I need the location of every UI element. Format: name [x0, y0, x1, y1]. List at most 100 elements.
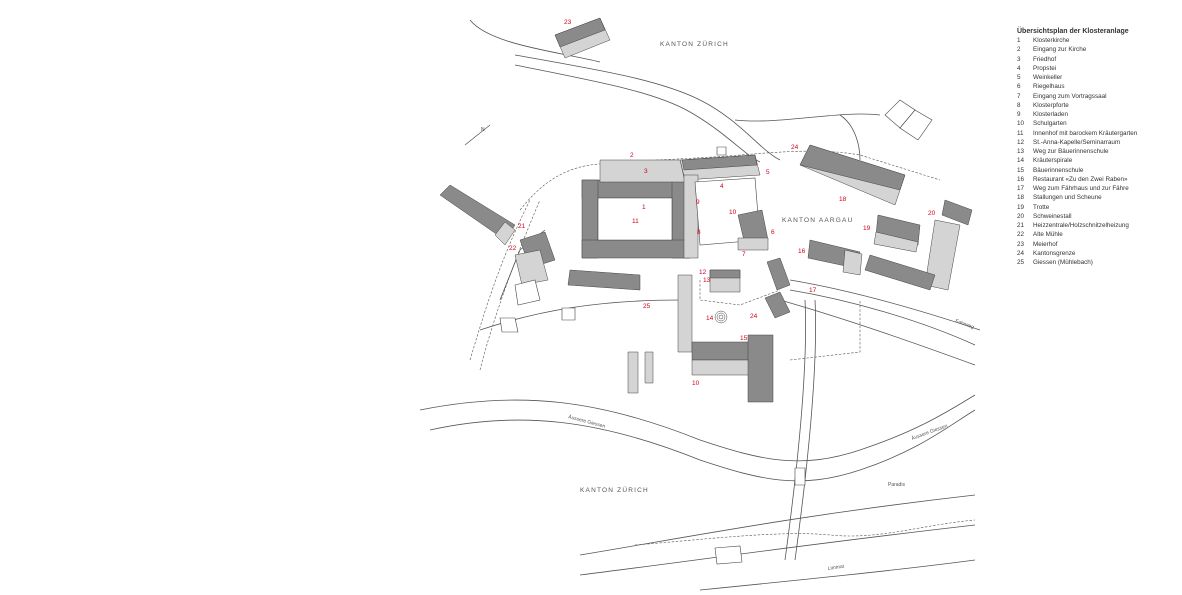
marker-24-north: 24: [791, 144, 799, 151]
marker-20: 20: [928, 210, 936, 217]
label-kanton-zurich-south: KANTON ZÜRICH: [580, 486, 649, 494]
legend-item: 18 Stallungen und Scheune: [1017, 193, 1177, 202]
legend-item-label: Restaurant «Zu den Zwei Raben»: [1033, 175, 1128, 183]
building-trotte-2: [873, 231, 919, 253]
label-kanton-aargau: KANTON AARGAU: [782, 217, 853, 224]
limmat-south-2: [699, 559, 976, 591]
building-long-west: [567, 269, 641, 291]
legend-item-label: Klosterkirche: [1033, 37, 1070, 44]
road-north-2: [514, 64, 761, 163]
boundary-west-2: [469, 199, 531, 361]
legend-item-label: Schulgarten: [1033, 120, 1067, 128]
legend-item-label: Giessen (Mühlebach): [1033, 259, 1093, 266]
legend-item-label: Alte Mühle: [1033, 231, 1063, 239]
marker-21: 21: [518, 223, 526, 230]
legend-item-label: Bäuerinnenschule: [1033, 166, 1084, 174]
legend-item-label: Stallungen und Scheune: [1033, 194, 1102, 202]
cloister-east-wing: [683, 174, 699, 259]
building-meierhof-roof: [554, 17, 606, 48]
marker-22: 22: [509, 245, 517, 252]
marker-10-south: 10: [692, 380, 700, 387]
boundaries: [469, 150, 976, 546]
legend-item-label: Weg zum Fährhaus und zur Fähre: [1033, 185, 1129, 192]
legend-item-label: Weg zur Bäuerinnenschule: [1033, 148, 1109, 155]
label-kanton-zurich-north: KANTON ZÜRICH: [660, 40, 729, 48]
legend-item-number: 8: [1017, 101, 1021, 109]
marker-17: 17: [809, 287, 817, 294]
legend-item: 13 Weg zur Bäuerinnenschule: [1017, 147, 1177, 156]
legend-item-number: 20: [1017, 212, 1025, 220]
limmat-south: [579, 524, 976, 576]
legend-item-number: 10: [1017, 120, 1025, 128]
marker-16: 16: [798, 248, 806, 255]
legend-item-label: Eingang zur Kirche: [1033, 46, 1087, 54]
marker-2: 2: [630, 152, 634, 159]
compass-north-label: N: [481, 127, 485, 133]
legend-item-number: 11: [1017, 129, 1024, 137]
legend-item: 21 Heizzentrale/Holzschnitzelheizung: [1017, 221, 1177, 230]
roads: [419, 19, 981, 591]
legend-item-number: 22: [1017, 231, 1025, 239]
compass-icon: N: [464, 124, 491, 146]
innenhof: [597, 197, 673, 241]
giessen-upper: [419, 394, 976, 462]
marker-11: 11: [632, 218, 639, 225]
legend-item-label: Kräuterspirale: [1033, 157, 1073, 165]
building-ne-2: [899, 109, 933, 141]
legend-item-number: 24: [1017, 249, 1025, 257]
legend-item-number: 2: [1017, 46, 1021, 54]
building-school-mid-2: [766, 257, 791, 291]
marker-12: 12: [699, 269, 707, 276]
building-sw-3: [561, 307, 576, 321]
building-east-long-2: [864, 254, 936, 291]
legend-item-label: Klosterpforte: [1033, 101, 1069, 109]
road-north-3: [469, 19, 601, 63]
marker-3: 3: [644, 168, 648, 175]
legend-item: 8 Klosterpforte: [1017, 101, 1177, 110]
legend-item-label: Innenhof mit barockem Kräutergarten: [1033, 129, 1138, 137]
limmat-north: [579, 494, 976, 556]
legend-item-number: 13: [1017, 148, 1025, 155]
legend-item-number: 21: [1017, 222, 1025, 229]
legend-item-number: 3: [1017, 55, 1021, 63]
marker-13: 13: [703, 277, 711, 284]
legend-item-label: Heizzentrale/Holzschnitzelheizung: [1033, 222, 1129, 229]
label-aeussere-giessen-left: Äussere Giessen: [567, 413, 606, 430]
building-sw-2: [499, 317, 519, 333]
building-small-north: [716, 146, 727, 156]
building-school-long: [677, 274, 693, 353]
building-sw-1: [514, 279, 541, 306]
giessen-lower: [429, 409, 976, 482]
road-ne: [839, 114, 861, 161]
legend-title: Übersichtsplan der Klosteranlage: [1017, 28, 1129, 35]
kantonsgrenze-west: [479, 199, 541, 371]
road-east-2: [789, 289, 976, 346]
building-schweinestall: [941, 199, 973, 226]
marker-7: 7: [742, 251, 746, 258]
legend-item-number: 23: [1017, 240, 1025, 248]
legend-item-number: 25: [1017, 259, 1025, 266]
buildings: [439, 17, 973, 565]
legend-item-number: 6: [1017, 83, 1021, 91]
marker-5: 5: [766, 169, 770, 176]
label-limmat: Limmat: [827, 564, 845, 572]
marker-23: 23: [564, 19, 572, 26]
markers: 1 2 3 4 5 6 7 8 9 10 10 11 12 13 14 15 1…: [509, 19, 936, 387]
legend-item-number: 4: [1017, 64, 1021, 72]
legend-item-number: 18: [1017, 194, 1025, 202]
cloister-south: [581, 239, 691, 259]
legend-item-label: Klosterladen: [1033, 111, 1069, 118]
building-stallungen-roof: [799, 144, 906, 191]
marker-1: 1: [642, 204, 646, 211]
legend-item-number: 12: [1017, 138, 1025, 146]
